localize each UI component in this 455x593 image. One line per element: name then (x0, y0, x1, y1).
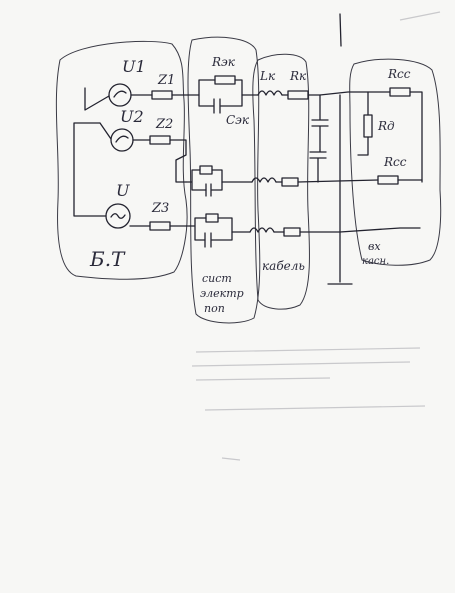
label-z2: Z2 (155, 117, 173, 132)
wire-cable3-input (299, 227, 421, 233)
resistor-cable2 (281, 177, 299, 187)
wire-rd (357, 91, 369, 156)
cable-channel-1 (257, 90, 391, 100)
capacitor-shunt-2 (309, 149, 327, 183)
cable-channel-2 (251, 177, 379, 187)
cable-shunt-capacitors (309, 94, 329, 183)
resistor-rd (363, 114, 373, 138)
source-u2 (110, 128, 134, 152)
source-u1 (108, 83, 132, 107)
resistor-rk (287, 90, 309, 100)
label-electrode-system-2: электр (200, 287, 244, 300)
wire-z2-electrode2 (169, 139, 187, 183)
generator-block-outline (55, 40, 188, 280)
label-block-bt: Б.Т (89, 247, 126, 271)
label-cable: кабель (262, 259, 305, 273)
resistor-cable3 (283, 227, 301, 237)
wire-cable2-input (297, 179, 379, 183)
capacitor-electrode2 (205, 183, 212, 197)
resistor-z3 (149, 221, 171, 231)
electrode-channel-2 (185, 165, 253, 197)
source-u (105, 203, 131, 229)
resistor-z2 (149, 135, 171, 145)
label-cek: Cэк (226, 113, 250, 127)
inductor-lk (257, 90, 283, 96)
label-input-cascade-1: вх (368, 240, 381, 253)
top-mark (339, 13, 342, 47)
resistor-electrode2 (199, 165, 213, 175)
label-u2: U2 (120, 107, 144, 126)
capacitor-cek (213, 98, 221, 114)
source-u2-arrow (115, 135, 129, 143)
source-u-ac-symbol (110, 213, 126, 219)
electrode1-wires (198, 79, 243, 107)
electrode3-wires (189, 217, 233, 241)
ground-line (327, 94, 353, 285)
cable-channel-3 (249, 227, 421, 237)
label-rss-bottom: Rсс (383, 155, 407, 169)
input-cascade-outline (349, 58, 442, 266)
resistor-rss-top (389, 87, 411, 97)
inductor-cable2 (251, 177, 277, 183)
resistor-electrode3 (205, 213, 219, 223)
left-bus-wiring (73, 87, 112, 217)
electrode-channel-1 (198, 75, 259, 114)
label-rek: Rэк (211, 55, 236, 69)
label-rss-top: Rсс (387, 67, 411, 81)
label-lk: Lк (259, 69, 276, 83)
capacitor-electrode3 (204, 232, 212, 248)
input-cascade (357, 87, 423, 185)
label-u1: U1 (122, 57, 146, 76)
label-rk: Rк (289, 69, 307, 83)
cable-outline (252, 53, 311, 310)
source-u2-circle (110, 128, 134, 152)
electrode-channel-3 (189, 213, 251, 248)
electrode2-wires (185, 169, 223, 191)
source-u1-circle (108, 83, 132, 107)
label-input-cascade-2: касн. (362, 256, 389, 267)
electrode-system-outline (187, 36, 261, 324)
label-electrode-system-3: поп (204, 302, 225, 315)
wire-rss-top-right (409, 91, 423, 183)
bleed-through-marks (191, 11, 441, 461)
source-u1-arrow (113, 90, 127, 98)
inductor-cable3 (249, 227, 275, 233)
wire-rk-input (307, 91, 391, 96)
label-electrode-system-1: сист (202, 272, 232, 285)
resistor-z1 (151, 90, 173, 100)
resistor-rek (214, 75, 236, 85)
resistor-rss-bottom (377, 175, 399, 185)
label-z1: Z1 (157, 73, 175, 88)
label-u: U (116, 181, 130, 200)
label-rd: Rд (377, 119, 395, 133)
capacitor-shunt-1 (311, 94, 329, 151)
label-z3: Z3 (151, 201, 169, 216)
